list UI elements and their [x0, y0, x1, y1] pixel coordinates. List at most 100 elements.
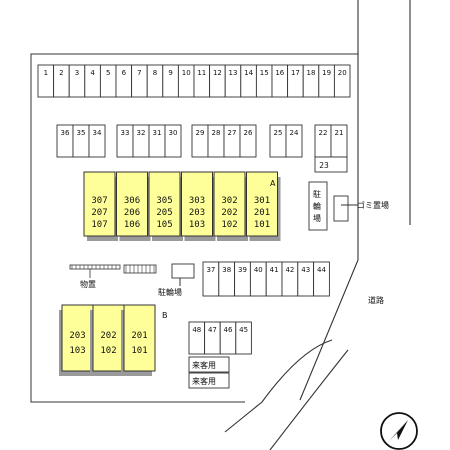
building-a-label: A — [270, 179, 276, 188]
storage-label: 物置 — [80, 279, 96, 289]
room-101-a: 101 — [254, 220, 270, 230]
parking-slot-26 — [239, 124, 257, 158]
room-103-b: 103 — [69, 346, 85, 356]
parking-slot-39-number: 39 — [238, 266, 247, 274]
room-203-b: 203 — [69, 331, 85, 341]
parking-slot-48-number: 48 — [192, 326, 201, 334]
room-102-a: 102 — [221, 220, 237, 230]
parking-slot-20 — [333, 64, 351, 98]
guest-parking-1 — [188, 356, 230, 373]
parking-slot-30 — [164, 124, 182, 158]
bike-parking-right-char-2: 輪 — [313, 201, 321, 211]
building-a: 3072071073062061063052051053032031033022… — [83, 171, 281, 241]
building-b-unit-103 — [61, 304, 94, 372]
building-a-unit-106 — [116, 171, 148, 237]
parking-slot-13-number: 13 — [229, 69, 238, 77]
parking-slot-47-number: 47 — [208, 326, 217, 334]
garbage-area — [333, 195, 349, 222]
road-edge-north — [299, 0, 359, 401]
parking-slot-15-number: 15 — [260, 69, 269, 77]
parking-slot-27-number: 27 — [228, 129, 237, 137]
building-a-unit-107 — [83, 171, 116, 237]
parking-slot-5-number: 5 — [106, 69, 110, 77]
bike-parking-right — [308, 181, 328, 231]
parking-slot-34-number: 34 — [93, 129, 102, 137]
parking-slot-22-number: 22 — [319, 129, 328, 137]
road-label: 道路 — [368, 295, 384, 305]
road-curve-lower-right — [269, 349, 349, 450]
guest-parking-2-label: 来客用 — [192, 376, 216, 386]
parking-slot-17-number: 17 — [291, 69, 300, 77]
parking-slot-28-number: 28 — [212, 129, 221, 137]
parking-slot-9-number: 9 — [168, 69, 172, 77]
room-302-a: 302 — [221, 196, 237, 206]
bike-parking-bottom-label: 駐輪場 — [158, 287, 182, 297]
parking-slot-31-number: 31 — [153, 129, 162, 137]
parking-slot-36-number: 36 — [61, 129, 70, 137]
room-303-a: 303 — [189, 196, 205, 206]
building-a-unit-105 — [148, 171, 181, 237]
site-boundary — [30, 53, 358, 403]
parking-slot-41-number: 41 — [270, 266, 279, 274]
room-105-a: 105 — [156, 220, 172, 230]
parking-row-37-44: 37 38 39 40 41 42 43 44 — [202, 261, 330, 297]
room-203-a: 203 — [189, 208, 205, 218]
room-202-b: 202 — [100, 331, 116, 341]
building-b-label: B — [162, 311, 168, 320]
parking-slot-33-number: 33 — [121, 129, 130, 137]
parking-slot-7-number: 7 — [137, 69, 141, 77]
parking-slot-16-number: 16 — [275, 69, 284, 77]
parking-group-a: 36 35 34 — [56, 124, 106, 158]
storage — [69, 264, 157, 278]
parking-slot-11-number: 11 — [197, 69, 206, 77]
parking-slot-8-number: 8 — [153, 69, 157, 77]
parking-slot-2-number: 2 — [59, 69, 63, 77]
parking-slot-23 — [314, 156, 348, 173]
parking-slot-18-number: 18 — [307, 69, 316, 77]
room-103-a: 103 — [189, 220, 205, 230]
parking-slot-14-number: 14 — [244, 69, 253, 77]
parking-slot-26-number: 26 — [244, 129, 253, 137]
room-205-a: 205 — [156, 208, 172, 218]
parking-slot-40-number: 40 — [254, 266, 263, 274]
parking-slot-25-number: 25 — [274, 129, 283, 137]
parking-slot-35-number: 35 — [77, 129, 86, 137]
building-b-unit-102 — [92, 304, 125, 372]
parking-slot-3-number: 3 — [75, 69, 79, 77]
building-a-unit-101 — [246, 171, 278, 237]
room-305-a: 305 — [156, 196, 172, 206]
parking-slot-45 — [235, 321, 252, 355]
guest-parking-1-label: 来客用 — [192, 360, 216, 370]
bike-parking-right-char-1: 駐 — [313, 189, 321, 199]
storage-bar-2 — [123, 264, 157, 274]
room-107-a: 107 — [91, 220, 107, 230]
room-301-a: 301 — [254, 196, 270, 206]
building-a-unit-103 — [181, 171, 213, 237]
parking-slot-37-number: 37 — [206, 266, 215, 274]
room-101-b: 101 — [131, 346, 147, 356]
room-206-a: 206 — [124, 208, 140, 218]
building-a-unit-102 — [213, 171, 246, 237]
parking-slot-6-number: 6 — [122, 69, 127, 77]
room-106-a: 106 — [124, 220, 140, 230]
guest-parking-2 — [188, 372, 230, 389]
parking-slot-44-number: 44 — [317, 266, 326, 274]
bike-parking-bottom — [171, 263, 195, 279]
parking-slot-23-number: 23 — [319, 161, 329, 170]
room-207-a: 207 — [91, 208, 107, 218]
parking-slot-43-number: 43 — [301, 266, 310, 274]
parking-slot-42-number: 42 — [285, 266, 294, 274]
room-306-a: 306 — [124, 196, 140, 206]
parking-slot-38-number: 38 — [222, 266, 231, 274]
room-202-a: 202 — [221, 208, 237, 218]
parking-slot-12-number: 12 — [213, 69, 222, 77]
